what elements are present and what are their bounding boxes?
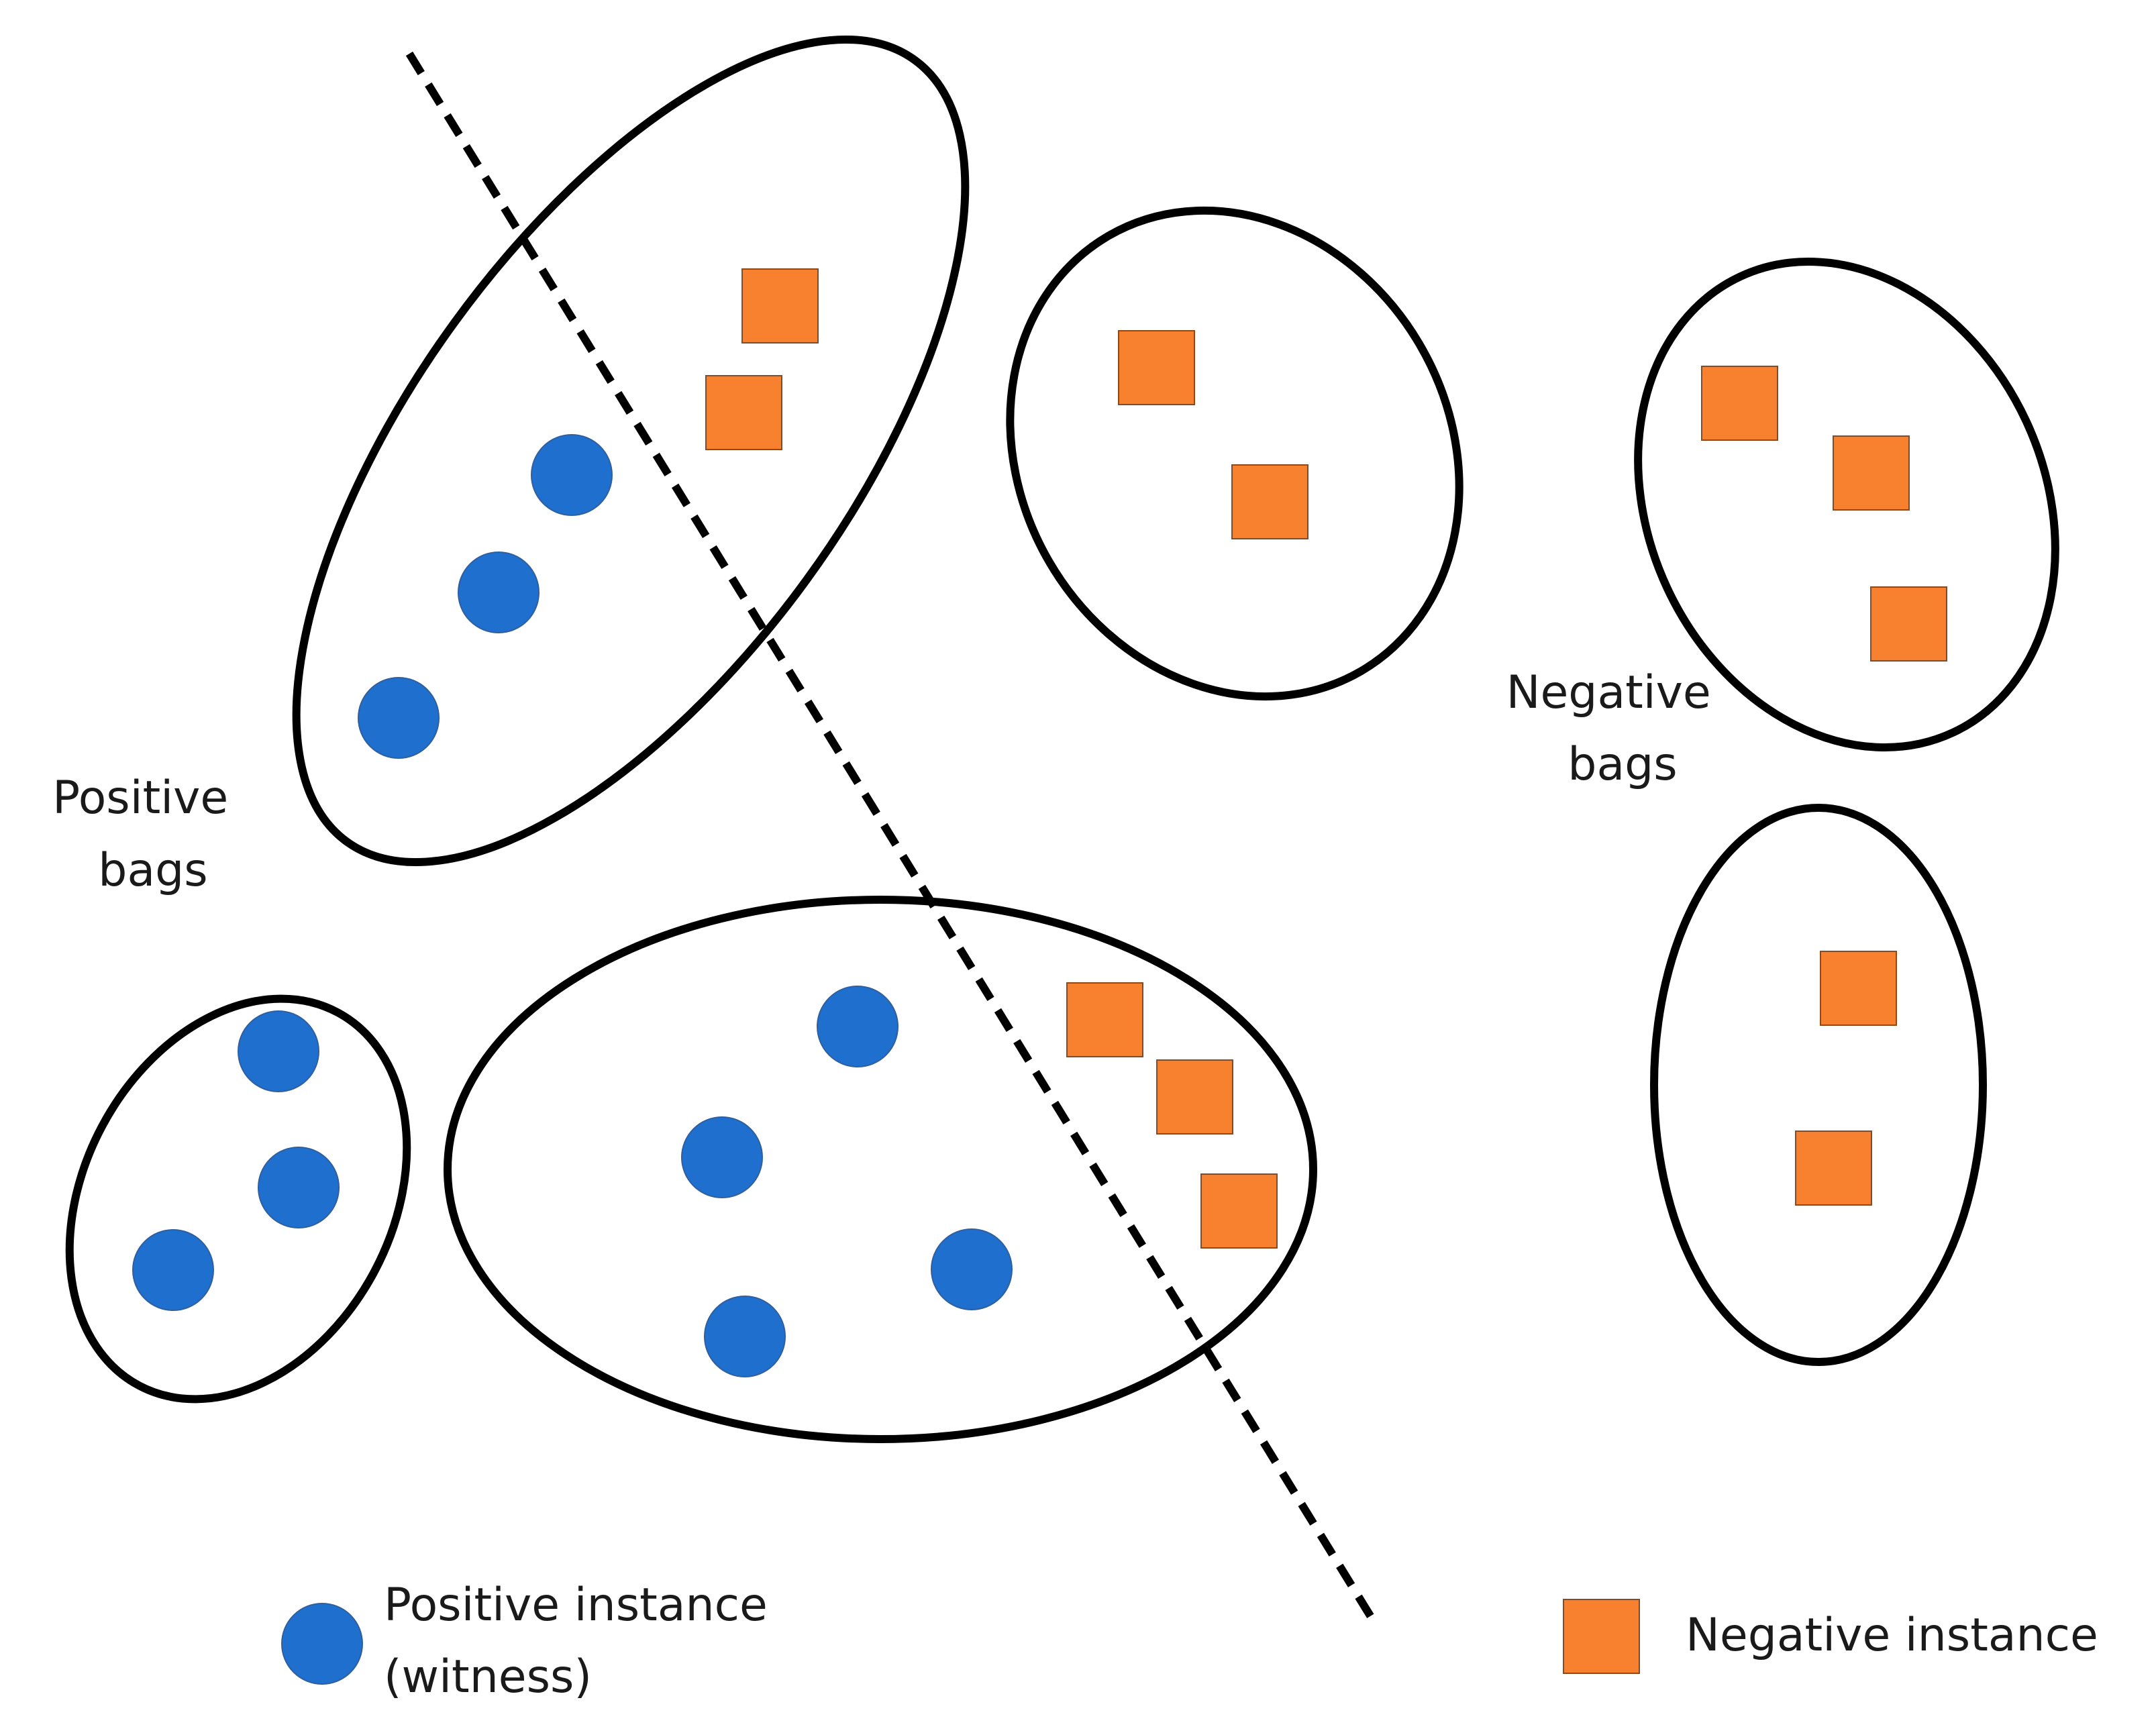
positive-instances: [132, 434, 1013, 1377]
negative-bags-label: Negative bags: [1506, 666, 1726, 791]
legend-positive-instance-line1: Positive instance: [384, 1579, 768, 1632]
positive-instance: [132, 1229, 214, 1311]
positive-instance: [931, 1228, 1013, 1310]
positive-bag-bottom-left: [65, 994, 411, 1404]
negative-instance: [741, 268, 819, 344]
positive-bags-label-line2: bags: [98, 844, 207, 897]
legend-negative-instance-icon: [1563, 1599, 1640, 1674]
negative-bag-bottom-right: [1650, 804, 1987, 1366]
negative-bags-label-line1: Negative: [1506, 666, 1711, 719]
negative-instance: [1870, 586, 1947, 662]
negative-instance: [1200, 1173, 1278, 1249]
positive-bags-label: Positive bags: [52, 772, 243, 897]
positive-instance: [458, 551, 540, 633]
legend-positive-instance-icon: [281, 1603, 363, 1685]
positive-instance: [258, 1147, 340, 1228]
negative-bags-label-line2: bags: [1568, 738, 1677, 791]
positive-instance: [358, 677, 440, 759]
positive-instance: [681, 1116, 763, 1198]
bags: [65, 35, 2059, 1443]
positive-instance: [704, 1296, 786, 1377]
negative-instance: [1066, 982, 1143, 1057]
legend-positive-instance-line2: (witness): [384, 1650, 592, 1703]
legend: Positive instance (witness) Negative ins…: [281, 1579, 2098, 1703]
negative-instance: [1118, 330, 1195, 405]
legend-negative-instance-label: Negative instance: [1686, 1609, 2098, 1662]
negative-instance: [1795, 1131, 1872, 1206]
negative-instance: [1833, 435, 1910, 511]
positive-instance: [531, 434, 613, 516]
positive-instance: [817, 986, 899, 1067]
positive-bag-bottom-middle: [444, 896, 1317, 1443]
negative-instance: [1701, 366, 1778, 441]
negative-instance: [1231, 464, 1308, 539]
negative-instances: [705, 268, 1947, 1249]
legend-positive-instance-label: Positive instance (witness): [384, 1579, 782, 1703]
positive-bags-label-line1: Positive: [52, 772, 228, 825]
positive-instance: [238, 1010, 319, 1092]
negative-bag-top-right: [1634, 257, 2059, 752]
negative-bag-top-middle: [1006, 206, 1464, 701]
negative-instance: [705, 375, 782, 450]
negative-instance: [1156, 1059, 1233, 1135]
decision-boundary-dashed-line: [405, 51, 1378, 1625]
positive-bag-top-left: [292, 35, 970, 867]
negative-instance: [1820, 951, 1897, 1026]
